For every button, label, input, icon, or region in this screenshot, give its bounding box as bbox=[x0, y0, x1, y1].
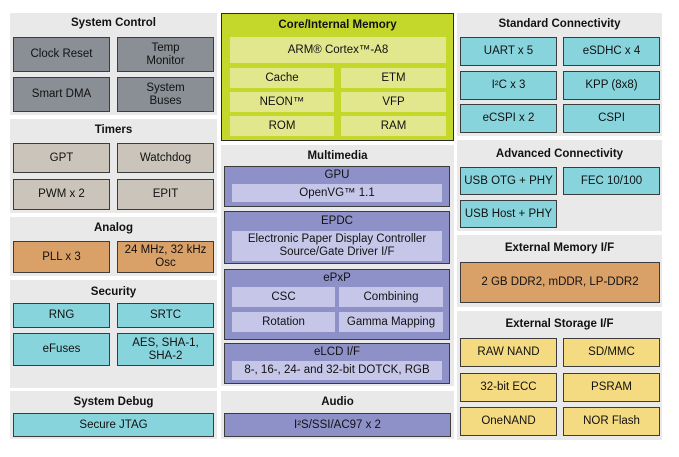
block-ddr[interactable]: 2 GB DDR2, mDDR, LP-DDR2 bbox=[460, 262, 660, 303]
external-storage-panel: External Storage I/F RAW NAND SD/MMC 32-… bbox=[457, 311, 662, 440]
panel-title: Multimedia bbox=[307, 150, 368, 162]
block-uart[interactable]: UART x 5 bbox=[460, 37, 557, 66]
epdc-detail: Electronic Paper Display Controller Sour… bbox=[232, 231, 442, 261]
block-32bit-ecc[interactable]: 32-bit ECC bbox=[460, 373, 557, 402]
block-aes-sha[interactable]: AES, SHA-1, SHA-2 bbox=[117, 333, 214, 366]
epdc-detail-line2: Source/Gate Driver I/F bbox=[279, 246, 395, 258]
elcd-detail: 8-, 16-, 24- and 32-bit DOTCK, RGB bbox=[232, 361, 442, 380]
block-fec[interactable]: FEC 10/100 bbox=[563, 167, 660, 195]
gpu-title: GPU bbox=[324, 169, 350, 181]
block-temp-monitor[interactable]: Temp Monitor bbox=[117, 37, 214, 72]
block-esdhc[interactable]: eSDHC x 4 bbox=[563, 37, 660, 66]
block-cspi[interactable]: CSPI bbox=[563, 104, 660, 133]
block-srtc[interactable]: SRTC bbox=[117, 303, 214, 328]
analog-panel: Analog PLL x 3 24 MHz, 32 kHz Osc bbox=[10, 217, 217, 276]
security-panel: Security RNG SRTC eFuses AES, SHA-1, SHA… bbox=[10, 280, 217, 388]
block-usb-host[interactable]: USB Host + PHY bbox=[460, 200, 557, 228]
panel-title: Security bbox=[90, 286, 137, 298]
gpu-detail: OpenVG™ 1.1 bbox=[232, 184, 442, 202]
panel-title: Timers bbox=[94, 124, 133, 136]
audio-panel: Audio I²S/SSI/AC97 x 2 bbox=[221, 391, 454, 439]
block-epit[interactable]: EPIT bbox=[117, 179, 214, 210]
epxp-combining: Combining bbox=[339, 287, 443, 307]
block-nor-flash[interactable]: NOR Flash bbox=[563, 407, 660, 436]
external-memory-panel: External Memory I/F 2 GB DDR2, mDDR, LP-… bbox=[457, 235, 662, 307]
epxp-title: ePxP bbox=[323, 272, 351, 284]
block-gpu[interactable]: GPU OpenVG™ 1.1 bbox=[224, 166, 450, 207]
epxp-rotation: Rotation bbox=[232, 312, 335, 332]
panel-title: Standard Connectivity bbox=[498, 18, 621, 30]
block-smart-dma[interactable]: Smart DMA bbox=[13, 77, 110, 112]
block-secure-jtag[interactable]: Secure JTAG bbox=[13, 413, 214, 437]
block-clock-reset[interactable]: Clock Reset bbox=[13, 37, 110, 72]
block-gpt[interactable]: GPT bbox=[13, 143, 110, 173]
system-control-panel: System Control Clock Reset Temp Monitor … bbox=[10, 13, 217, 115]
block-epxp[interactable]: ePxP CSC Combining Rotation Gamma Mappin… bbox=[224, 269, 450, 340]
block-kpp[interactable]: KPP (8x8) bbox=[563, 71, 660, 100]
epxp-gamma-mapping: Gamma Mapping bbox=[339, 312, 443, 332]
standard-connectivity-panel: Standard Connectivity UART x 5 eSDHC x 4… bbox=[457, 13, 662, 136]
block-rng[interactable]: RNG bbox=[13, 303, 110, 328]
elcd-title: eLCD I/F bbox=[313, 346, 360, 358]
panel-title: Core/Internal Memory bbox=[278, 19, 397, 31]
block-pll[interactable]: PLL x 3 bbox=[13, 241, 110, 273]
block-pwm[interactable]: PWM x 2 bbox=[13, 179, 110, 210]
panel-title: External Storage I/F bbox=[505, 318, 614, 330]
block-raw-nand[interactable]: RAW NAND bbox=[460, 338, 557, 367]
block-psram[interactable]: PSRAM bbox=[563, 373, 660, 402]
core-memory-panel: Core/Internal Memory ARM® Cortex™-A8 Cac… bbox=[221, 13, 454, 141]
block-etm[interactable]: ETM bbox=[341, 68, 446, 88]
block-usb-otg[interactable]: USB OTG + PHY bbox=[460, 167, 557, 195]
block-watchdog[interactable]: Watchdog bbox=[117, 143, 214, 173]
block-cache[interactable]: Cache bbox=[230, 68, 334, 88]
epdc-detail-line1: Electronic Paper Display Controller bbox=[247, 233, 427, 246]
advanced-connectivity-panel: Advanced Connectivity USB OTG + PHY FEC … bbox=[457, 140, 662, 231]
block-epdc[interactable]: EPDC Electronic Paper Display Controller… bbox=[224, 211, 450, 264]
block-i2c[interactable]: I²C x 3 bbox=[460, 71, 557, 100]
panel-title: Advanced Connectivity bbox=[495, 148, 624, 160]
block-elcd[interactable]: eLCD I/F 8-, 16-, 24- and 32-bit DOTCK, … bbox=[224, 343, 450, 384]
epxp-csc: CSC bbox=[232, 287, 335, 307]
block-oscillator[interactable]: 24 MHz, 32 kHz Osc bbox=[117, 241, 214, 273]
block-neon[interactable]: NEON™ bbox=[230, 92, 334, 112]
panel-title: Audio bbox=[321, 396, 354, 408]
block-sd-mmc[interactable]: SD/MMC bbox=[563, 338, 660, 367]
block-onenand[interactable]: OneNAND bbox=[460, 407, 557, 436]
system-debug-panel: System Debug Secure JTAG bbox=[10, 391, 217, 439]
block-rom[interactable]: ROM bbox=[230, 116, 334, 136]
timers-panel: Timers GPT Watchdog PWM x 2 EPIT bbox=[10, 119, 217, 213]
panel-title: Analog bbox=[94, 222, 133, 234]
block-ecspi[interactable]: eCSPI x 2 bbox=[460, 104, 557, 133]
block-vfp[interactable]: VFP bbox=[341, 92, 446, 112]
multimedia-panel: Multimedia GPU OpenVG™ 1.1 EPDC Electron… bbox=[221, 145, 454, 386]
block-efuses[interactable]: eFuses bbox=[13, 333, 110, 366]
panel-title: System Debug bbox=[73, 396, 154, 408]
epdc-title: EPDC bbox=[321, 215, 353, 227]
block-system-buses[interactable]: System Buses bbox=[117, 77, 214, 112]
panel-title: System Control bbox=[71, 17, 156, 29]
block-i2s-ssi-ac97[interactable]: I²S/SSI/AC97 x 2 bbox=[224, 413, 451, 437]
block-ram[interactable]: RAM bbox=[341, 116, 446, 136]
block-arm-cortex[interactable]: ARM® Cortex™-A8 bbox=[230, 37, 446, 63]
panel-title: External Memory I/F bbox=[504, 242, 615, 254]
